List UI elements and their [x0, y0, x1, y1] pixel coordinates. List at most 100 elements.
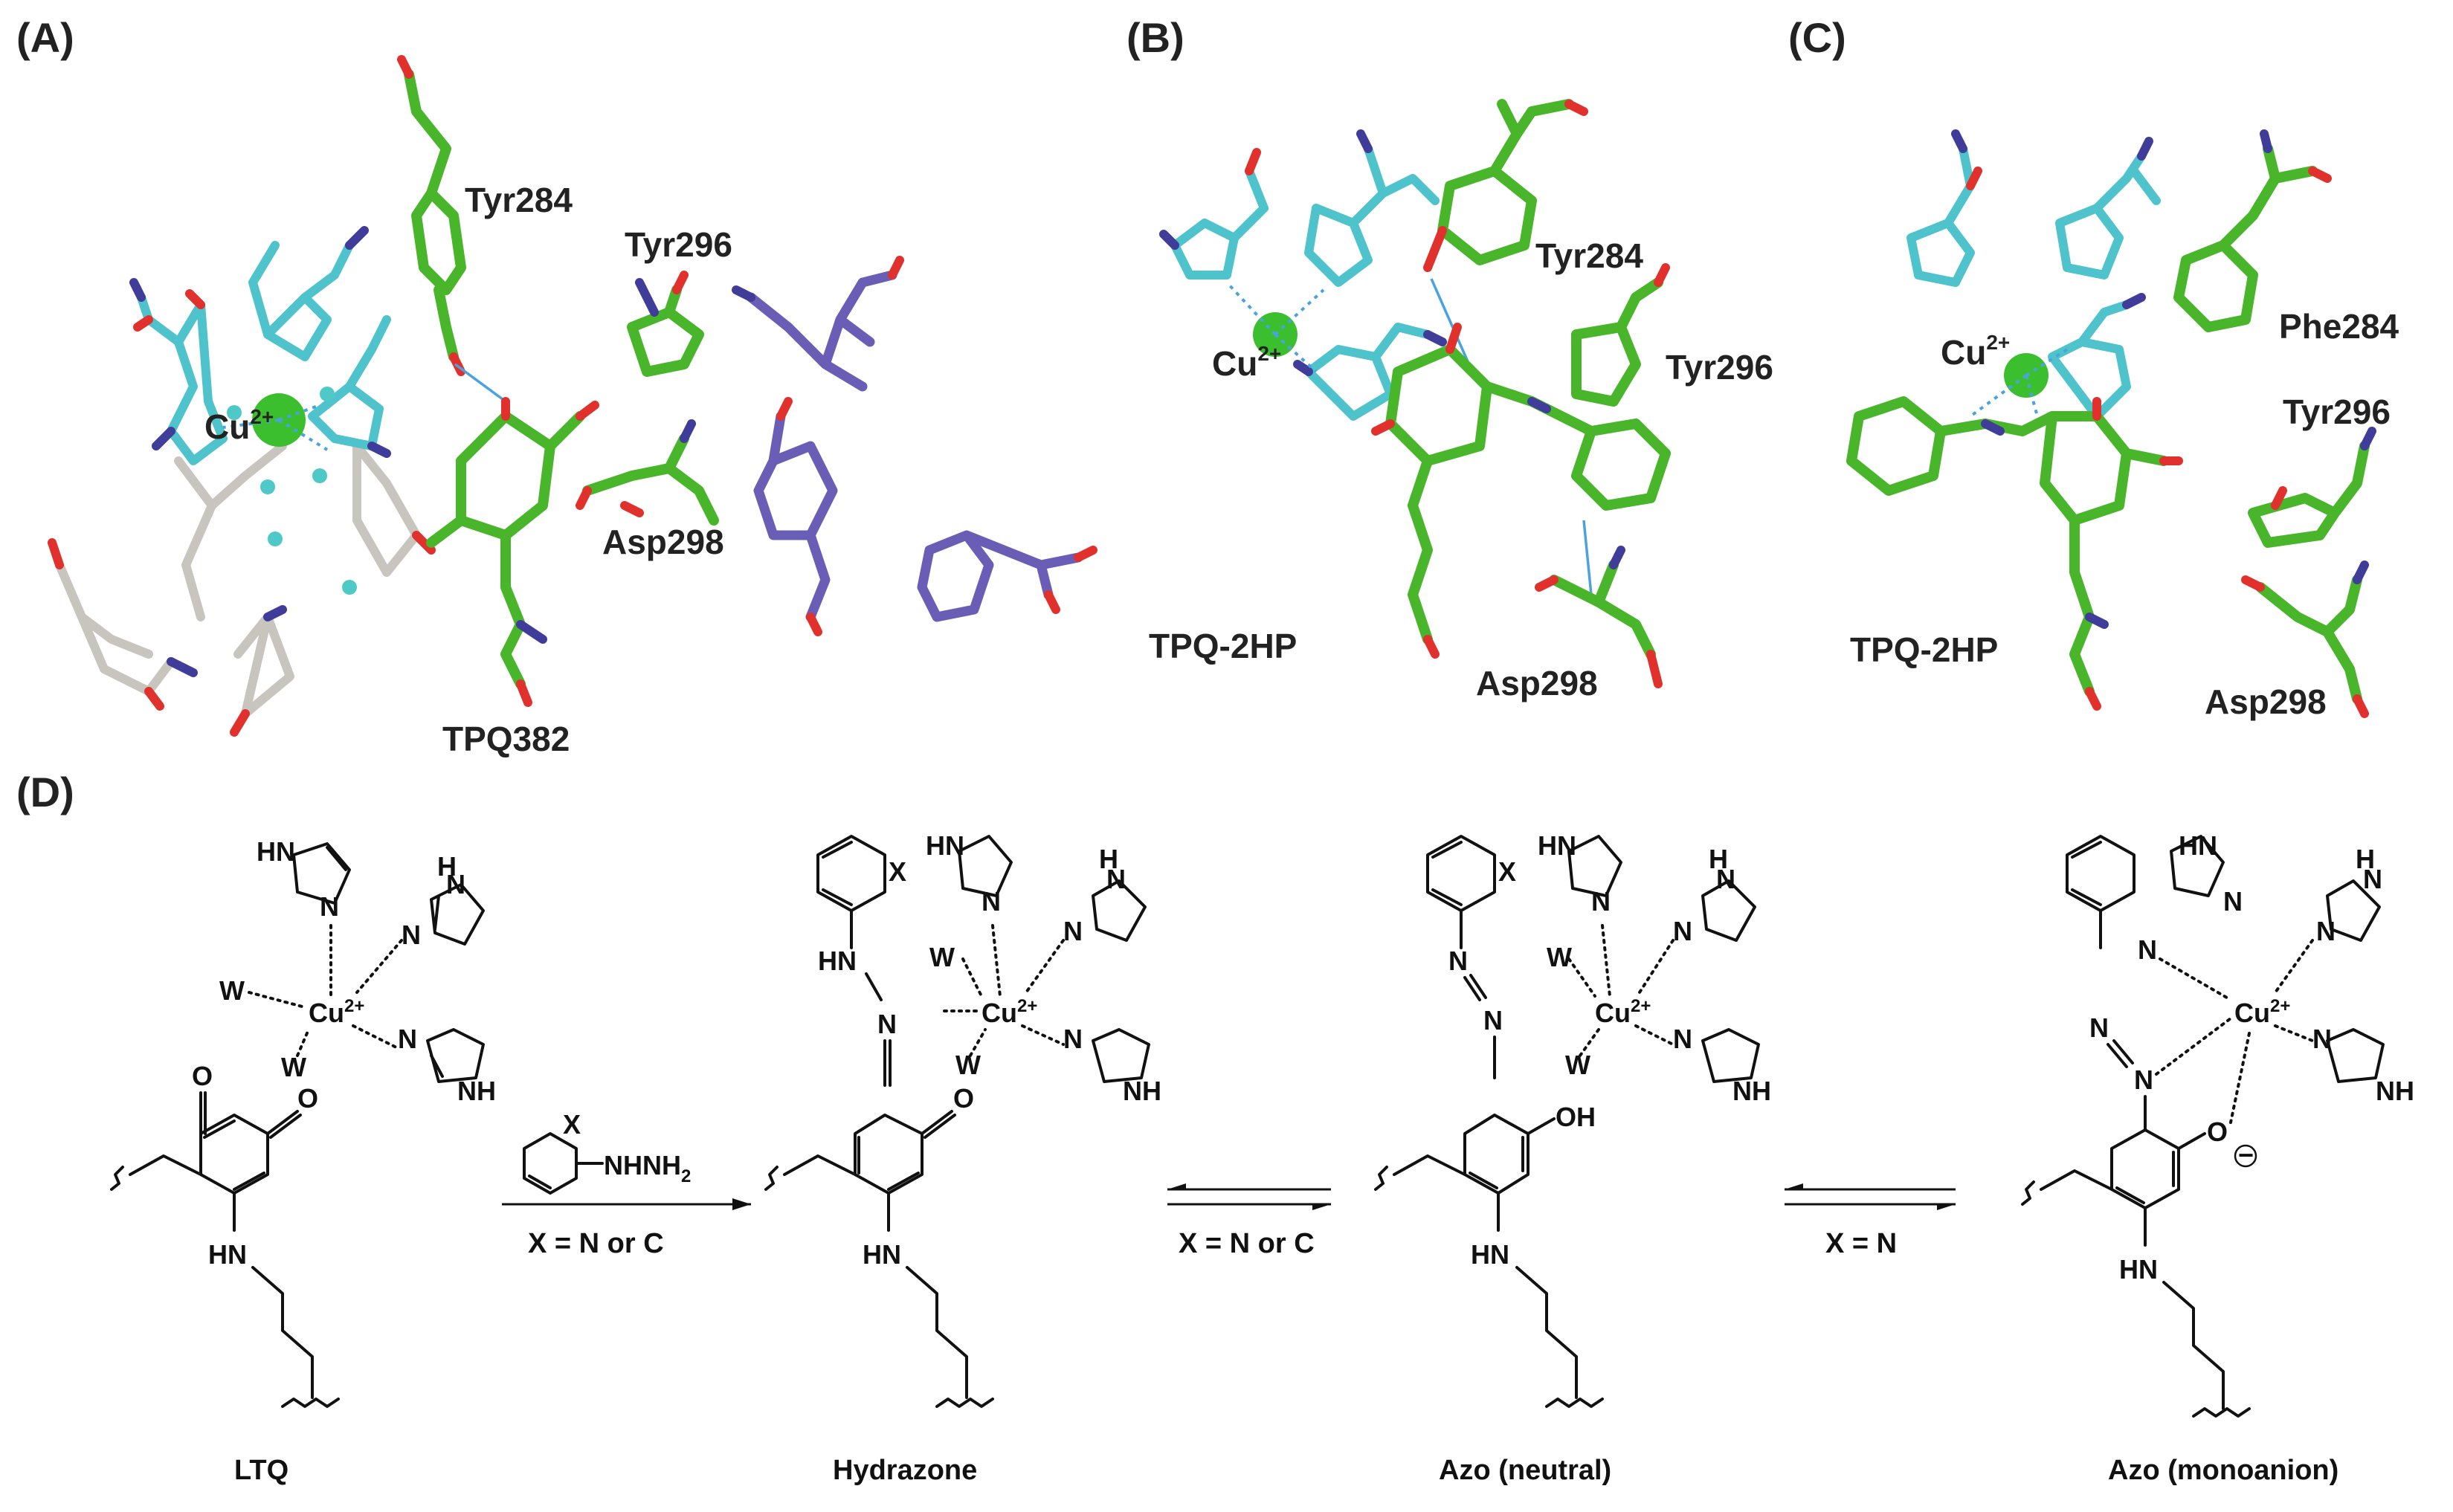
svg-text:N: N: [398, 1024, 417, 1054]
panel-a-cu-label: Cu2+: [204, 405, 274, 446]
panel-b-residue-1: Tyr296: [1666, 348, 1773, 387]
structure-hydrazone: X HN N HN N H N N N NH Cu2+ W W O: [764, 830, 1161, 1486]
svg-text:HN: HN: [926, 830, 964, 861]
svg-text:HN: HN: [1471, 1239, 1509, 1270]
svg-text:−: −: [2238, 1140, 2254, 1170]
panel-a-label: (A): [16, 14, 74, 61]
svg-text:O: O: [2207, 1117, 2228, 1147]
svg-text:X: X: [1498, 856, 1516, 887]
svg-text:X: X: [889, 856, 906, 887]
svg-text:N: N: [2138, 934, 2157, 965]
svg-text:O: O: [953, 1083, 974, 1114]
panel-c-residue-2: TPQ-2HP: [1850, 630, 1998, 669]
svg-text:N: N: [1673, 916, 1692, 946]
arrow-1-label: X = N or C: [528, 1228, 664, 1259]
svg-text:H: H: [1709, 844, 1728, 874]
svg-text:H: H: [1099, 844, 1118, 874]
svg-text:N: N: [1483, 1005, 1503, 1036]
panel-b-residue-0: Tyr284: [1535, 236, 1643, 275]
panel-a-residue-3: TPQ382: [442, 720, 570, 758]
panel-b-label: (B): [1126, 14, 1184, 61]
svg-text:N: N: [2223, 886, 2243, 917]
svg-text:H: H: [2356, 844, 2375, 874]
svg-text:NH: NH: [457, 1076, 496, 1106]
panel-b-cu-label: Cu2+: [1212, 342, 1281, 383]
svg-text:W: W: [1547, 942, 1572, 972]
svg-text:N: N: [1448, 946, 1468, 976]
svg-text:X: X: [563, 1109, 581, 1140]
arrow-2: X = N or C: [1167, 1183, 1331, 1259]
structure-label-2: Azo (neutral): [1439, 1455, 1611, 1486]
reagent-formula: NHNH2: [604, 1150, 691, 1186]
svg-text:W: W: [1565, 1050, 1590, 1080]
ltq-cu: Cu2+: [309, 996, 364, 1028]
svg-text:W: W: [281, 1052, 306, 1082]
panel-a: (A): [16, 14, 1097, 758]
arrow-3: X = N: [1785, 1183, 1956, 1259]
panel-d: (D) HN N H N N N NH Cu2+ W W O O: [16, 769, 2414, 1486]
svg-text:O: O: [192, 1061, 213, 1091]
panel-b-residue-3: Asp298: [1476, 664, 1598, 702]
svg-text:N: N: [1716, 864, 1735, 894]
panel-c-structure: [1846, 129, 2376, 718]
panel-a-residue-2: Asp298: [602, 523, 724, 561]
hydrazone-cu: Cu2+: [981, 996, 1037, 1028]
structure-label-3: Azo (monoanion): [2108, 1455, 2338, 1486]
svg-text:HN: HN: [818, 946, 857, 976]
structure-label-1: Hydrazone: [833, 1455, 977, 1486]
svg-text:N: N: [2363, 864, 2382, 894]
svg-text:N: N: [2316, 916, 2336, 946]
svg-text:W: W: [955, 1050, 981, 1080]
panel-c-label: (C): [1788, 14, 1846, 61]
structure-ltq: HN N H N N N NH Cu2+ W W O O HN: [110, 836, 496, 1486]
svg-text:N: N: [446, 869, 465, 899]
azo-neutral-cu: Cu2+: [1595, 996, 1651, 1028]
svg-text:N: N: [1063, 1024, 1083, 1054]
panel-b: (B) T: [1126, 14, 1773, 702]
panel-b-structure: [1159, 99, 1671, 688]
panel-c-residue-1: Tyr296: [2283, 392, 2391, 431]
arrow-1: X NHNH2 X = N or C: [502, 1109, 751, 1259]
panel-a-residue-0: Tyr284: [465, 181, 573, 219]
svg-text:N: N: [402, 920, 421, 950]
panel-c: (C): [1788, 14, 2399, 721]
svg-text:HN: HN: [863, 1239, 901, 1270]
panel-c-residue-0: Phe284: [2279, 307, 2399, 346]
svg-text:N: N: [320, 891, 339, 922]
arrow-3-label: X = N: [1825, 1228, 1897, 1259]
panel-d-label: (D): [16, 769, 74, 815]
svg-text:HN: HN: [257, 836, 295, 867]
svg-text:HN: HN: [1538, 830, 1576, 861]
svg-text:W: W: [219, 975, 245, 1006]
svg-text:HN: HN: [2119, 1254, 2158, 1285]
svg-text:N: N: [1063, 916, 1083, 946]
panel-c-residue-3: Asp298: [2205, 682, 2327, 721]
svg-text:N: N: [2312, 1024, 2332, 1054]
panel-a-residue-1: Tyr296: [625, 225, 732, 264]
svg-text:N: N: [981, 886, 1001, 917]
svg-text:OH: OH: [1556, 1102, 1596, 1132]
svg-text:NH: NH: [1732, 1076, 1771, 1106]
svg-text:NH: NH: [1123, 1076, 1161, 1106]
svg-text:NH: NH: [2376, 1076, 2414, 1106]
arrow-2-label: X = N or C: [1179, 1228, 1315, 1259]
svg-text:HN: HN: [2179, 830, 2217, 861]
svg-text:N: N: [1106, 864, 1126, 894]
structure-label-0: LTQ: [234, 1455, 289, 1486]
svg-text:N: N: [877, 1009, 897, 1039]
structure-azo-monoanion: N N N HN N H N N N NH Cu2+ O − HN: [2021, 830, 2414, 1486]
structure-azo-neutral: X N N HN N H N N N NH Cu2+ W W OH HN: [1374, 830, 1771, 1486]
svg-text:HN: HN: [208, 1239, 247, 1270]
svg-text:N: N: [2134, 1064, 2153, 1095]
svg-text:O: O: [297, 1083, 318, 1114]
panel-c-cu-label: Cu2+: [1941, 331, 2010, 372]
svg-text:N: N: [2089, 1012, 2109, 1043]
panel-b-residue-2: TPQ-2HP: [1149, 627, 1297, 665]
svg-text:W: W: [929, 942, 955, 972]
svg-text:H: H: [437, 851, 457, 882]
azo-monoanion-cu: Cu2+: [2234, 996, 2290, 1028]
svg-text:N: N: [1591, 886, 1611, 917]
svg-text:N: N: [1673, 1024, 1692, 1054]
panel-a-structure: [48, 55, 1097, 737]
